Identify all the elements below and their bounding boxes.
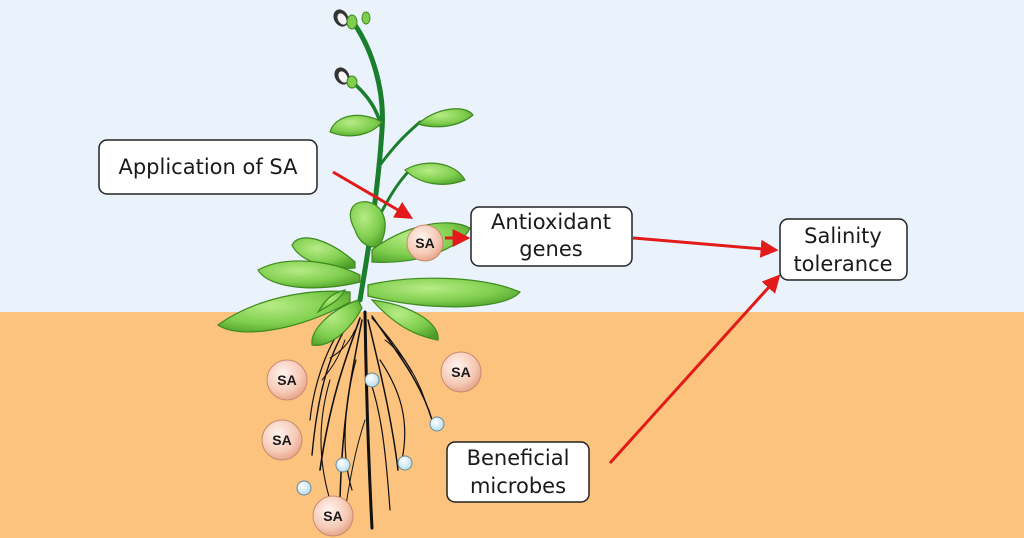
microbe	[335, 457, 351, 473]
sa-molecule: SA	[261, 419, 303, 461]
application-box: Application of SA	[98, 139, 318, 195]
sa-molecule: SA	[440, 351, 482, 393]
sa-label: SA	[277, 372, 296, 388]
arrows	[332, 170, 781, 465]
arrow-microbes-to-tolerance	[608, 274, 781, 465]
salinity-label-line1: Salinity	[804, 224, 882, 248]
microbes-box: Beneficial microbes	[446, 441, 590, 503]
sa-label: SA	[323, 508, 342, 524]
plant-leaves	[216, 108, 521, 346]
sa-molecule: SA	[406, 224, 444, 262]
antioxidant-box: Antioxidant genes	[470, 206, 633, 267]
microbes-label-line2: microbes	[470, 474, 566, 498]
salinity-label-line2: tolerance	[793, 252, 892, 276]
flower-buds	[333, 9, 371, 89]
sa-label: SA	[272, 432, 291, 448]
sa-molecule: SA	[312, 495, 354, 537]
sa-label: SA	[415, 235, 434, 251]
soil-background	[0, 312, 1024, 538]
arrow-application-to-plant	[332, 170, 414, 219]
microbe	[296, 480, 312, 496]
sa-molecule: SA	[266, 359, 308, 401]
antioxidant-label-line2: genes	[519, 237, 582, 261]
arrow-genes-to-tolerance	[632, 236, 779, 258]
antioxidant-label-line1: Antioxidant	[491, 210, 611, 234]
application-label: Application of SA	[118, 155, 298, 179]
microbe	[429, 416, 445, 432]
sa-label: SA	[451, 364, 470, 380]
microbes	[296, 372, 445, 496]
microbe	[397, 455, 413, 471]
salinity-box: Salinity tolerance	[779, 218, 908, 281]
microbe	[364, 372, 380, 388]
microbes-label-line1: Beneficial	[467, 446, 570, 470]
